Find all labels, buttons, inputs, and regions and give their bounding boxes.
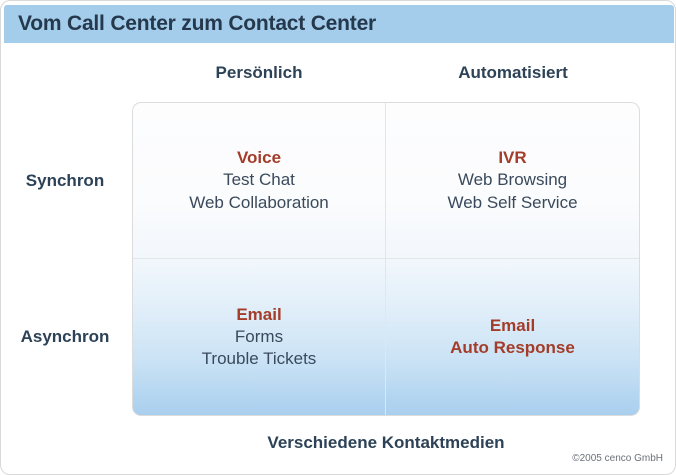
quadrant-line-primary: Email <box>489 315 536 335</box>
quadrant-line-primary: Email <box>236 304 282 324</box>
row-label-synchron: Synchron <box>25 171 105 190</box>
quadrant-synchron-persoenlich: Voice Test Chat Web Collaboration <box>133 103 386 259</box>
copyright-notice: ©2005 cenco GmbH <box>572 453 663 464</box>
column-header-automatisiert: Automatisiert <box>458 63 568 82</box>
quadrant-asynchron-persoenlich: Email Forms Trouble Tickets <box>133 259 386 415</box>
quadrant-line-primary: IVR <box>498 148 527 168</box>
title-bar: Vom Call Center zum Contact Center <box>4 5 674 43</box>
quadrant-line-tertiary: Trouble Tickets <box>201 349 317 369</box>
quadrant-synchron-automatisiert: IVR Web Browsing Web Self Service <box>386 103 639 259</box>
column-header-persoenlich: Persönlich <box>215 63 303 82</box>
row-label-asynchron: Asynchron <box>20 327 110 346</box>
quadrant-line-tertiary: Web Collaboration <box>189 192 329 212</box>
quadrant-asynchron-automatisiert: Email Auto Response <box>386 259 639 415</box>
quadrant-line-secondary: Web Browsing <box>457 170 568 190</box>
quadrant-matrix: Voice Test Chat Web Collaboration IVR We… <box>132 102 640 416</box>
quadrant-line-secondary: Forms <box>234 326 284 346</box>
column-header-row: Persönlich Automatisiert <box>132 63 640 83</box>
quadrant-line-tertiary: Web Self Service <box>447 192 578 212</box>
quadrant-line-secondary: Auto Response <box>450 338 575 357</box>
quadrant-line-secondary: Test Chat <box>223 170 295 190</box>
page-title: Vom Call Center zum Contact Center <box>18 12 377 35</box>
quadrant-line-primary: Voice <box>236 148 282 168</box>
footer-caption: Verschiedene Kontaktmedien <box>267 433 505 452</box>
